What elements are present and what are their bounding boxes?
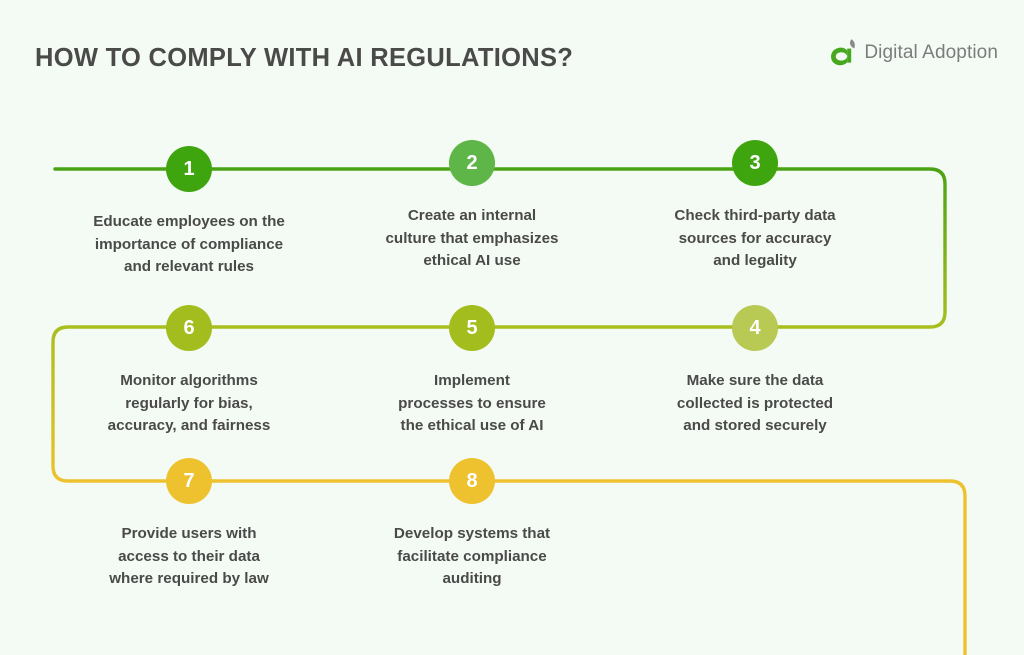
step-5-text: Implement processes to ensure the ethica… [398, 372, 546, 434]
step-1-text: Educate employees on the importance of c… [93, 213, 285, 275]
step-8-text: Develop systems that facilitate complian… [393, 525, 551, 587]
step-4-text: Make sure the data collected is protecte… [676, 372, 834, 434]
step-3-number-badge[interactable]: 3 [732, 140, 778, 186]
step-7-text: Provide users with access to their data … [109, 525, 269, 587]
header: HOW TO COMPLY WITH AI REGULATIONS? Digit… [0, 0, 1024, 100]
step-6: 6 Monitor algorithms regularly for bias,… [64, 305, 314, 438]
step-2-text: Create an internal culture that emphasiz… [385, 207, 559, 269]
page-title: HOW TO COMPLY WITH AI REGULATIONS? [35, 44, 574, 72]
step-2: 2 Create an internal culture that emphas… [347, 140, 597, 273]
step-5: 5 Implement processes to ensure the ethi… [347, 305, 597, 438]
step-3: 3 Check third-party data sources for acc… [630, 140, 880, 273]
step-3-text: Check third-party data sources for accur… [674, 207, 836, 269]
step-1-number-badge[interactable]: 1 [166, 146, 212, 192]
step-1: 1 Educate employees on the importance of… [64, 146, 314, 279]
step-6-text: Monitor algorithms regularly for bias, a… [107, 372, 271, 434]
step-8-number-badge[interactable]: 8 [449, 458, 495, 504]
step-6-number-badge[interactable]: 6 [166, 305, 212, 351]
step-7: 7 Provide users with access to their dat… [64, 458, 314, 591]
step-4: 4 Make sure the data collected is protec… [630, 305, 880, 438]
step-2-number-badge[interactable]: 2 [449, 140, 495, 186]
brand-logo: Digital Adoption [830, 38, 998, 68]
logo-text: Digital Adoption [864, 42, 998, 63]
step-4-number-badge[interactable]: 4 [732, 305, 778, 351]
leaf-a-logo-icon [830, 38, 858, 68]
step-5-number-badge[interactable]: 5 [449, 305, 495, 351]
step-8: 8 Develop systems that facilitate compli… [347, 458, 597, 591]
step-7-number-badge[interactable]: 7 [166, 458, 212, 504]
